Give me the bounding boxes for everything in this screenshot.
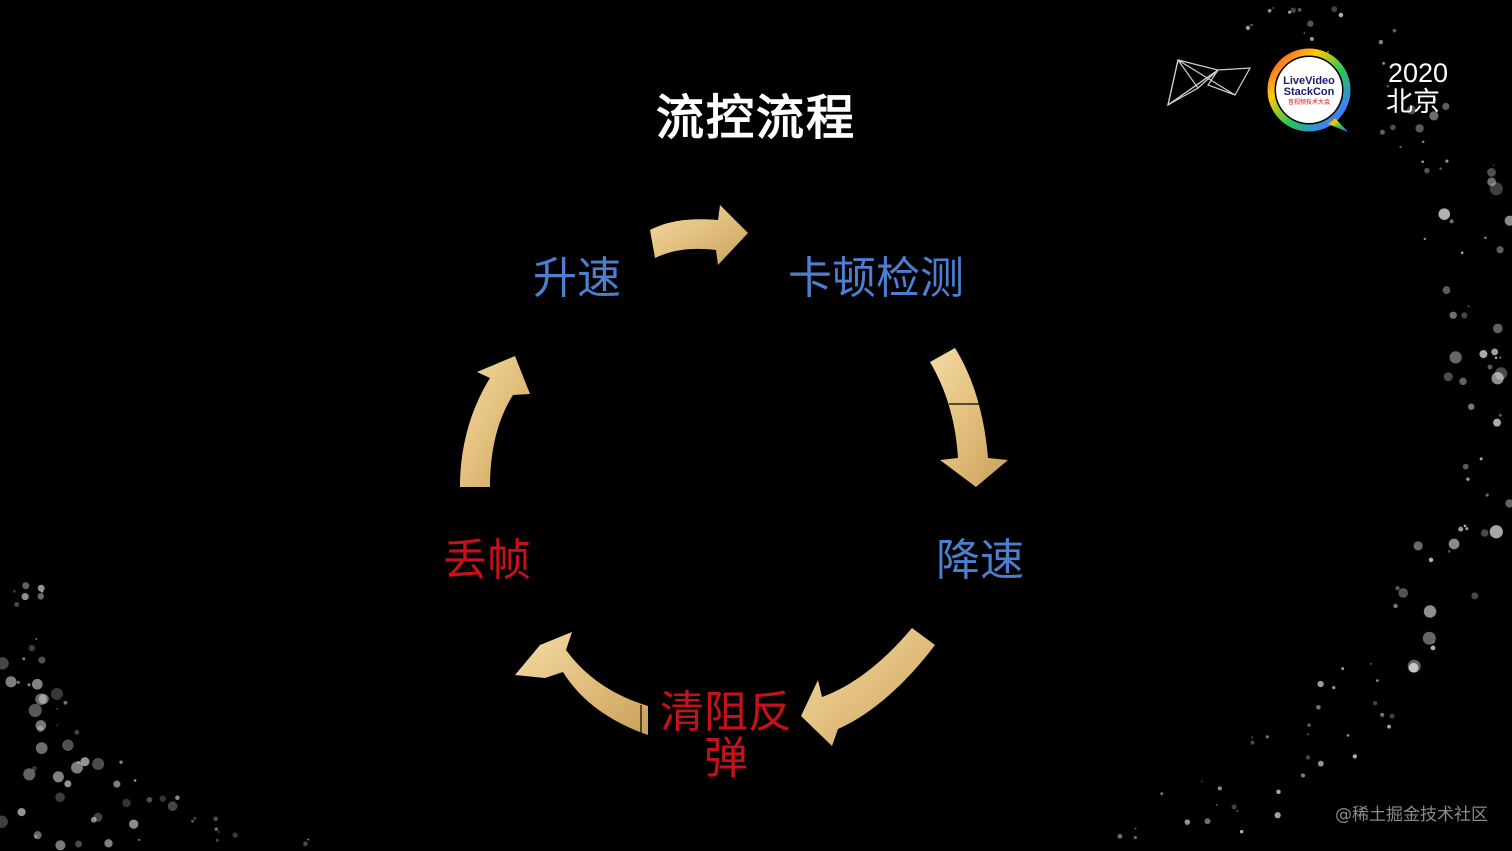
node-speed-down: 降速 <box>936 535 1024 586</box>
node-frame-drop: 丢帧 <box>443 535 531 586</box>
node-clear-bounce: 清阻反弹 <box>660 687 792 784</box>
conference-logo: LiveVideo StackCon 音视频技术大会 <box>1167 48 1351 132</box>
node-speed-up: 升速 <box>533 253 621 304</box>
crystal-icon <box>1167 58 1252 107</box>
arrow-down-to-bounce <box>801 628 935 746</box>
watermark: @稀土掘金技术社区 <box>1335 805 1488 825</box>
logo-text-1: LiveVideo <box>1283 75 1335 87</box>
logo-text-2: StackCon <box>1284 86 1335 98</box>
arrow-bounce-to-drop <box>515 632 648 735</box>
conference-city: 北京 <box>1386 87 1440 118</box>
node-stutter-detection: 卡顿检测 <box>788 253 964 304</box>
arrow-drop-to-up <box>460 356 530 487</box>
arrow-detect-to-down <box>930 348 1008 487</box>
livevideo-logo-icon: LiveVideo StackCon 音视频技术大会 <box>1267 48 1351 132</box>
conference-year: 2020 <box>1388 58 1449 88</box>
slide-title: 流控流程 <box>656 90 857 146</box>
logo-text-3: 音视频技术大会 <box>1288 98 1330 106</box>
arrow-up-to-detect <box>650 205 748 265</box>
conference-logo-area: LiveVideo StackCon 音视频技术大会 <box>1160 40 1500 140</box>
